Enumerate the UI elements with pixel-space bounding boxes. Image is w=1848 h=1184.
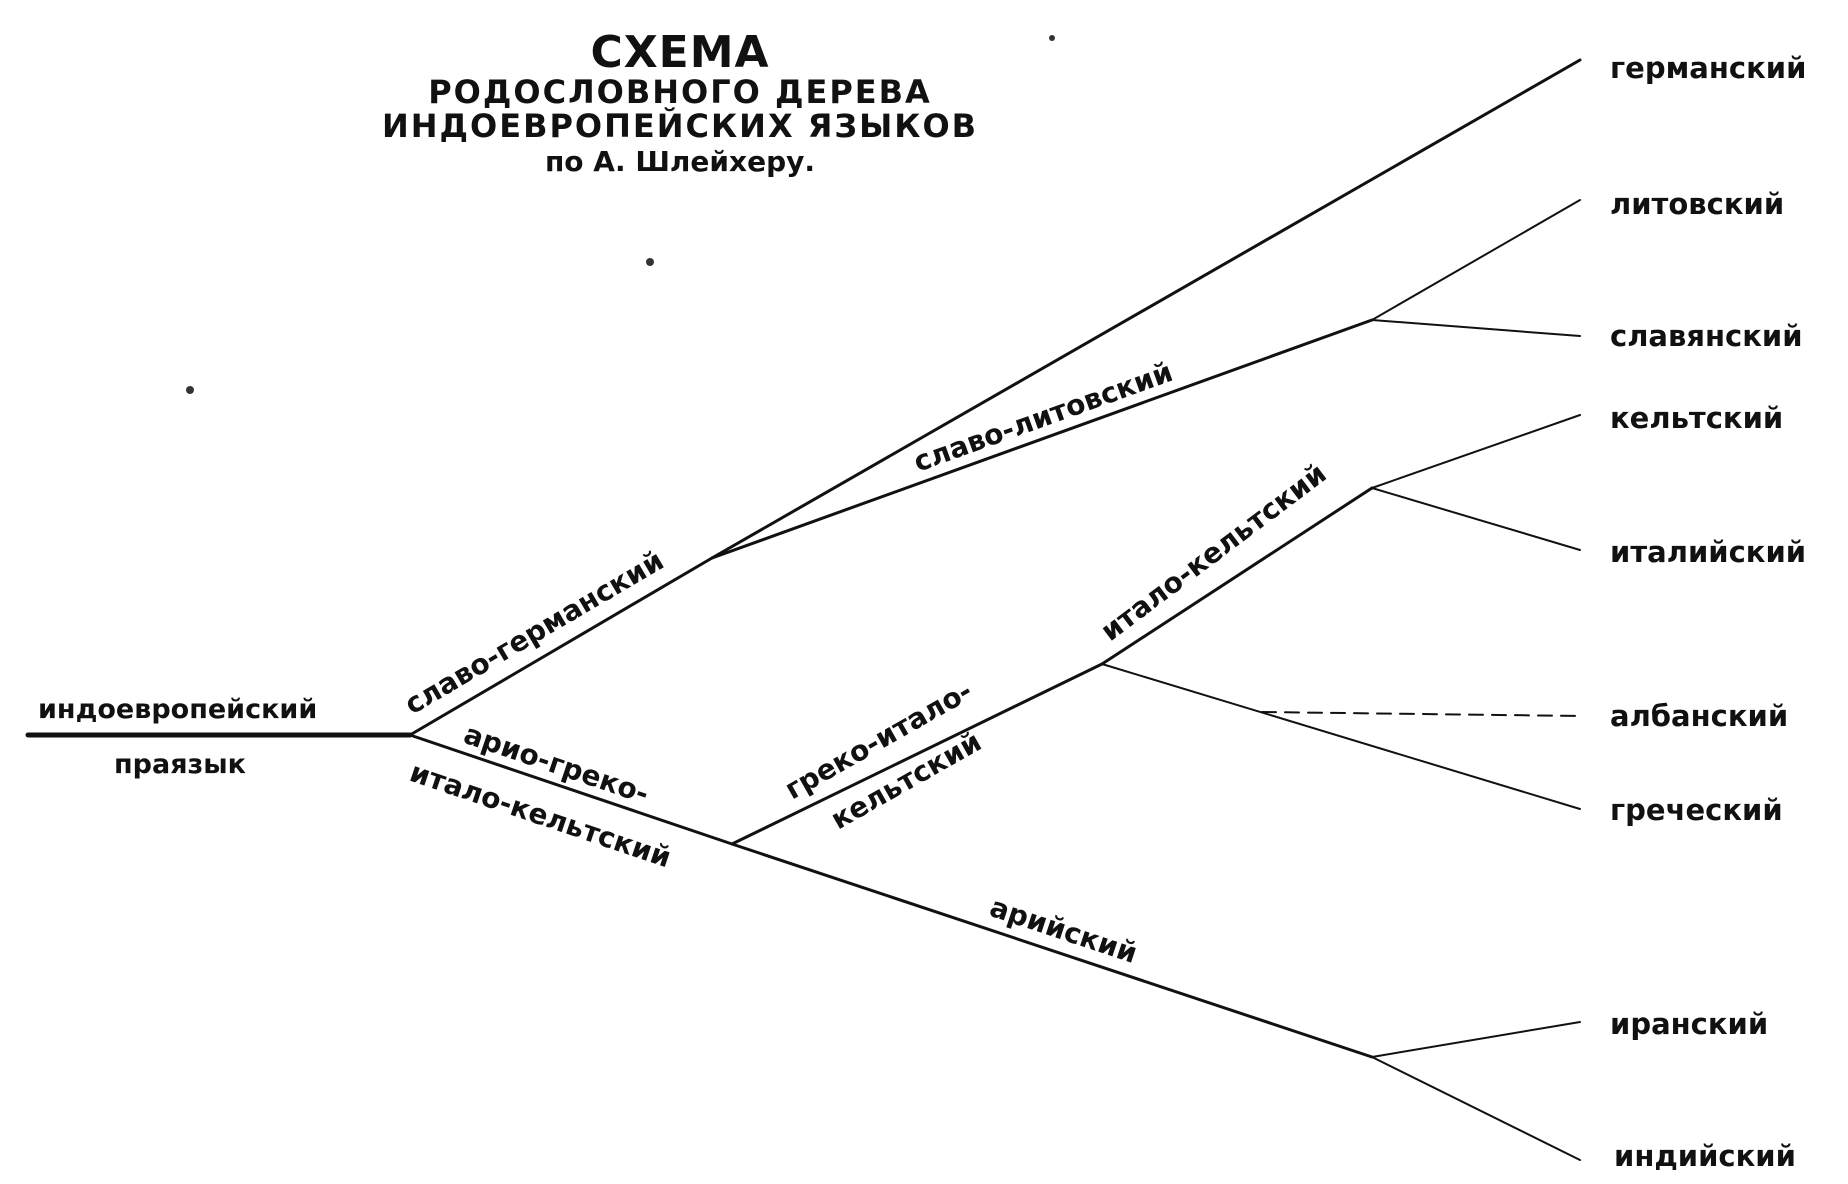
- title-line-4: по А. Шлейхеру.: [544, 145, 816, 179]
- title-line-2: РОДОСЛОВНОГО ДЕРЕВА: [428, 73, 932, 112]
- edge-label-italo-celtic: итало-кельтский: [1094, 457, 1332, 648]
- branch-greek: [1101, 663, 1581, 810]
- branch-indian: [1371, 1056, 1581, 1161]
- leaf-albanian: албанский: [1610, 699, 1788, 733]
- branch-celtic: [1371, 414, 1581, 489]
- scan-speck: [646, 258, 654, 266]
- branch-slavo-germanic: [408, 556, 714, 737]
- leaf-greek: греческий: [1610, 793, 1783, 827]
- title-line-1: СХЕМА: [590, 27, 770, 78]
- branch-slavic: [1371, 319, 1581, 337]
- root-label-top: индоевропейский: [38, 694, 317, 725]
- branch-albanian-dashed: [1261, 711, 1581, 717]
- leaf-slavic: славянский: [1610, 319, 1803, 353]
- leaf-iranian: иранский: [1610, 1007, 1768, 1041]
- edge-label-slavo-lithuanian: славо-литовский: [909, 355, 1177, 478]
- leaf-celtic: кельтский: [1610, 401, 1783, 435]
- branch-iranian: [1371, 1021, 1581, 1058]
- branch-slavo-lithuanian: [710, 318, 1374, 560]
- branch-lithuanian: [1371, 199, 1581, 321]
- title-line-3: ИНДОЕВРОПЕЙСКИХ ЯЗЫКОВ: [381, 106, 979, 145]
- branch-ario-greco-italo-celtic: [408, 733, 734, 846]
- leaf-indian: индийский: [1614, 1139, 1796, 1173]
- diagram-title: СХЕМА РОДОСЛОВНОГО ДЕРЕВА ИНДОЕВРОПЕЙСКИ…: [300, 27, 1060, 179]
- branch-italo-celtic: [1100, 486, 1374, 666]
- branch-greco-italo-celtic: [730, 662, 1104, 846]
- leaf-germanic: германский: [1610, 51, 1806, 85]
- root-label-bottom: праязык: [114, 749, 246, 780]
- edge-label-aryan: арийский: [986, 890, 1142, 970]
- scan-speck: [1049, 35, 1055, 41]
- scan-speck: [186, 386, 194, 394]
- branch-germanic: [710, 58, 1582, 560]
- leaf-italic: италийский: [1610, 535, 1806, 569]
- branch-italic: [1371, 487, 1581, 551]
- leaf-lithuanian: литовский: [1610, 187, 1784, 221]
- branch-aryan: [730, 842, 1374, 1059]
- edge-label-slavo-germanic: славо-германский: [399, 544, 669, 721]
